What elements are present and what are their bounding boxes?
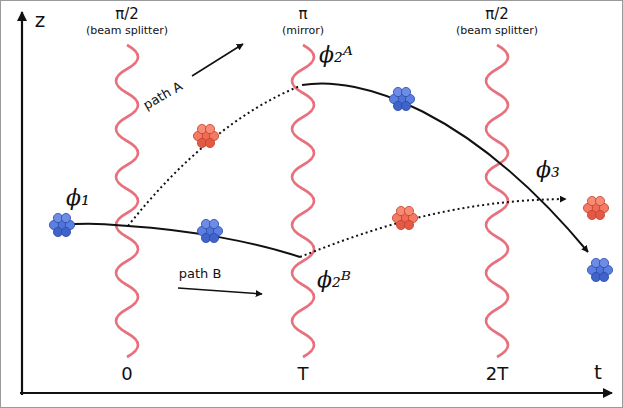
path-b-arrow [178,288,262,294]
axes [20,12,612,395]
atom-cloud [389,87,414,110]
path-b-dotted-after-mirror [300,199,566,257]
tick-label: 2T [486,364,508,384]
atom-clouds [49,87,612,281]
atom-cloud [197,219,222,242]
pulse-caption: (beam splitter) [86,25,168,37]
atom-cloud [49,213,74,236]
pulse-label: π [298,6,307,23]
pulse-caption: (mirror) [282,25,324,37]
atom-cloud [583,196,608,219]
path-label: path B [179,267,222,281]
phase-label: ϕ₁ [66,186,90,210]
pulse-label: π/2 [115,6,139,23]
tick-label: T [298,364,309,384]
path-a-arrow [192,44,243,76]
phase-label: ϕ₂ᴮ [317,268,351,292]
path-label: path A [141,79,185,113]
trajectories [62,44,588,294]
laser-pulses [116,45,508,357]
path-a-solid-after-mirror [302,83,588,252]
t-axis [20,392,612,394]
axis-label: z [35,9,46,31]
tick-label: 0 [121,364,132,384]
atom-cloud [587,258,612,281]
laser-wave [292,45,314,357]
pulse-label: π/2 [485,6,509,23]
phase-label: ϕ₃ [536,158,560,182]
pulse-caption: (beam splitter) [456,25,538,37]
laser-wave [486,45,508,357]
atom-cloud [392,206,417,229]
axis-label: t [594,361,602,383]
path-b-solid [62,224,300,257]
phase-label: ϕ₂ᴬ [319,43,353,67]
laser-wave [116,45,138,357]
z-axis [21,12,23,395]
atom-cloud [193,124,218,147]
